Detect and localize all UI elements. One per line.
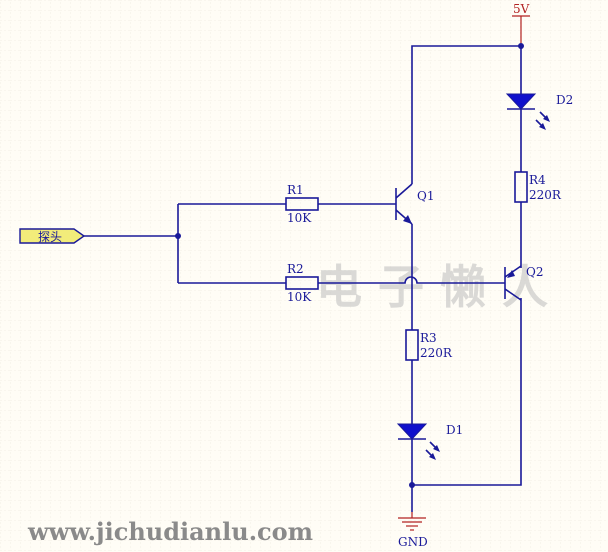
wire-q2-emitter [412, 298, 522, 486]
q2-name: Q2 [526, 265, 543, 279]
resistor-r1[interactable]: R1 10K [285, 183, 319, 225]
gnd-label: GND [398, 535, 428, 549]
watermark-text: 电 子 懒 人 [316, 260, 548, 314]
probe-port[interactable]: 探头 [19, 228, 86, 244]
vcc-label: 5V [513, 2, 530, 16]
wire-r2-q2 [318, 276, 505, 284]
led-d1[interactable]: D1 [396, 423, 463, 460]
ground-symbol: GND [398, 512, 428, 549]
q1-name: Q1 [417, 189, 434, 203]
d1-name: D1 [446, 423, 463, 437]
transistor-q2[interactable]: Q2 [504, 265, 543, 301]
vcc-symbol: 5V [512, 2, 530, 46]
wire-q1-collector [411, 45, 521, 184]
r4-value: 220R [529, 188, 562, 202]
probe-label: 探头 [38, 230, 62, 244]
resistor-r3[interactable]: R3 220R [405, 329, 453, 361]
r4-name: R4 [529, 173, 546, 187]
r3-value: 220R [420, 346, 453, 360]
watermark-url: www.jichudianlu.com [27, 517, 313, 546]
r2-name: R2 [287, 262, 304, 276]
r1-name: R1 [287, 183, 304, 197]
resistor-r4[interactable]: R4 220R [514, 171, 562, 203]
d2-name: D2 [556, 93, 573, 107]
r2-value: 10K [287, 290, 312, 304]
transistor-q1[interactable]: Q1 [395, 183, 434, 225]
r3-name: R3 [420, 331, 437, 345]
r1-value: 10K [287, 211, 312, 225]
